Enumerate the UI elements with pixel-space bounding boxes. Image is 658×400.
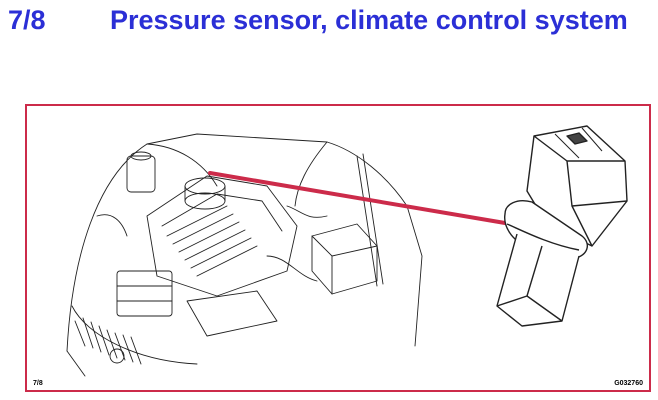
page-reference: 7/8 (33, 380, 43, 387)
illustration-frame: 7/8 G032760 (25, 104, 651, 392)
engine-bay-illustration (66, 125, 628, 377)
leader-line (208, 171, 507, 225)
figure-code: G032760 (614, 380, 643, 387)
pressure-sensor-drawing (496, 125, 628, 327)
page-title: Pressure sensor, climate control system (110, 5, 628, 35)
section-number: 7/8 (8, 5, 46, 35)
